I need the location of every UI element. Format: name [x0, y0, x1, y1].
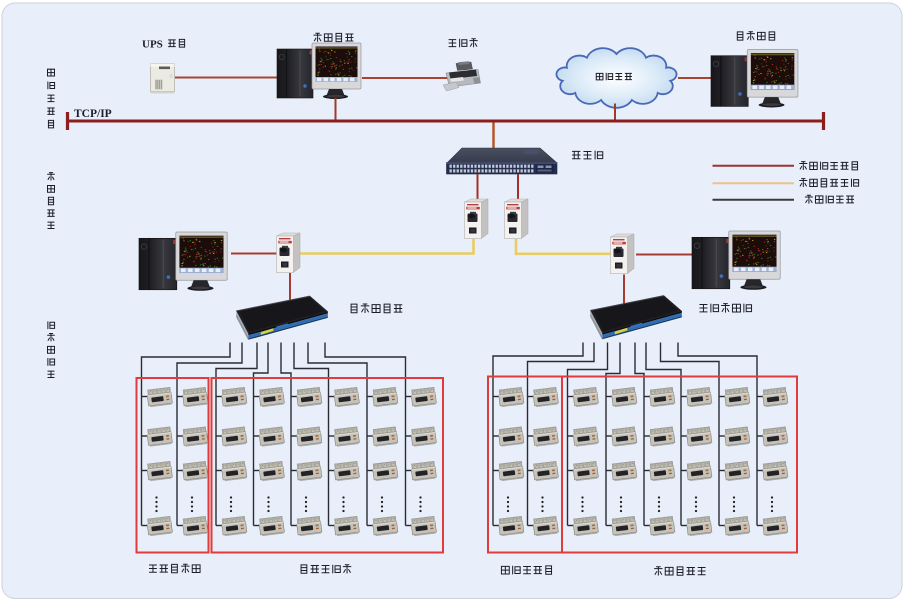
- svg-text:UPS: UPS: [142, 39, 163, 51]
- svg-text:TCP/IP: TCP/IP: [74, 108, 112, 120]
